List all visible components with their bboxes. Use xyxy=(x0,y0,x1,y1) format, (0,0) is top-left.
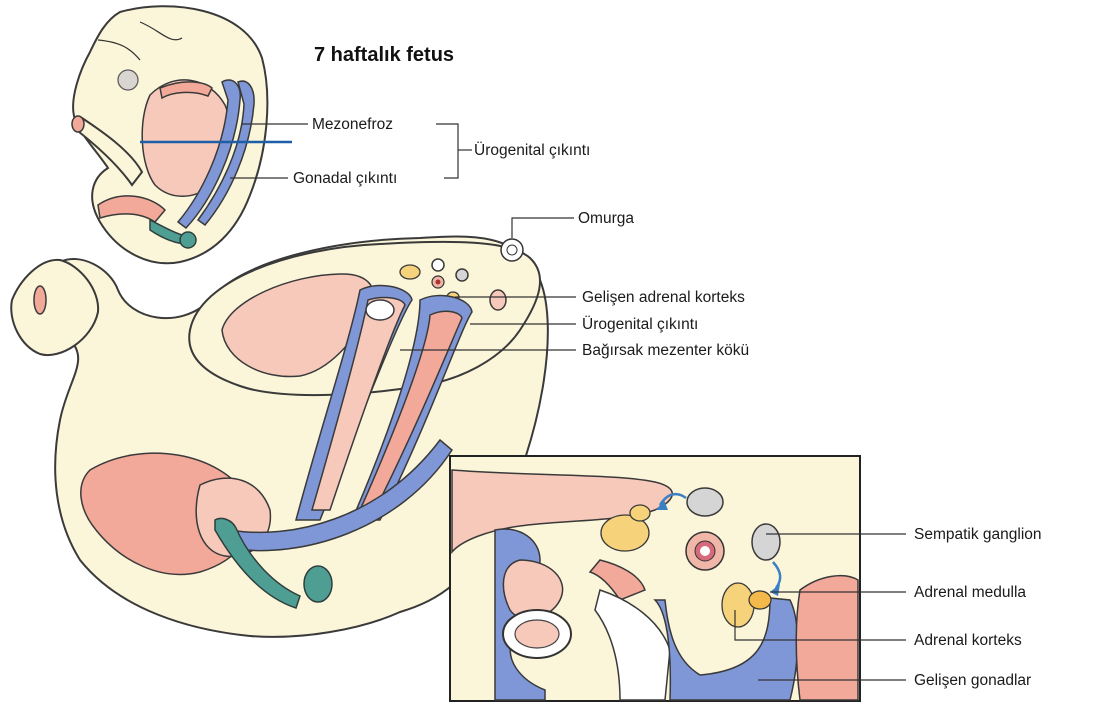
figure-title: 7 haftalık fetus xyxy=(314,44,454,66)
sympathetic-ganglion xyxy=(752,524,780,560)
tube-end xyxy=(304,566,332,602)
eye xyxy=(118,70,138,90)
label-mezonefroz: Mezonefroz xyxy=(312,116,393,133)
adrenal-cortex xyxy=(722,583,754,627)
small-embryo xyxy=(72,6,292,263)
label-adrenal-korteks: Adrenal korteks xyxy=(914,632,1022,649)
adrenal-medulla xyxy=(749,591,771,609)
label-urogenital-cikinti: Ürogenital çıkıntı xyxy=(582,315,698,333)
label-urogenital-cikinti-bracket: Ürogenital çıkıntı xyxy=(474,141,590,159)
label-sempatik-ganglion: Sempatik ganglion xyxy=(914,526,1042,543)
label-bagirsak-mezenter-koku: Bağırsak mezenter kökü xyxy=(582,342,749,359)
label-gelisen-adrenal-korteks: Gelişen adrenal korteks xyxy=(582,289,745,306)
label-gonadal-cikinti: Gonadal çıkıntı xyxy=(293,170,397,187)
label-gelisen-gonadlar: Gelişen gonadlar xyxy=(914,672,1031,689)
grey-body xyxy=(687,488,723,516)
inset-panel xyxy=(450,456,860,701)
label-adrenal-medulla: Adrenal medulla xyxy=(914,584,1026,601)
label-omurga: Omurga xyxy=(578,210,634,227)
